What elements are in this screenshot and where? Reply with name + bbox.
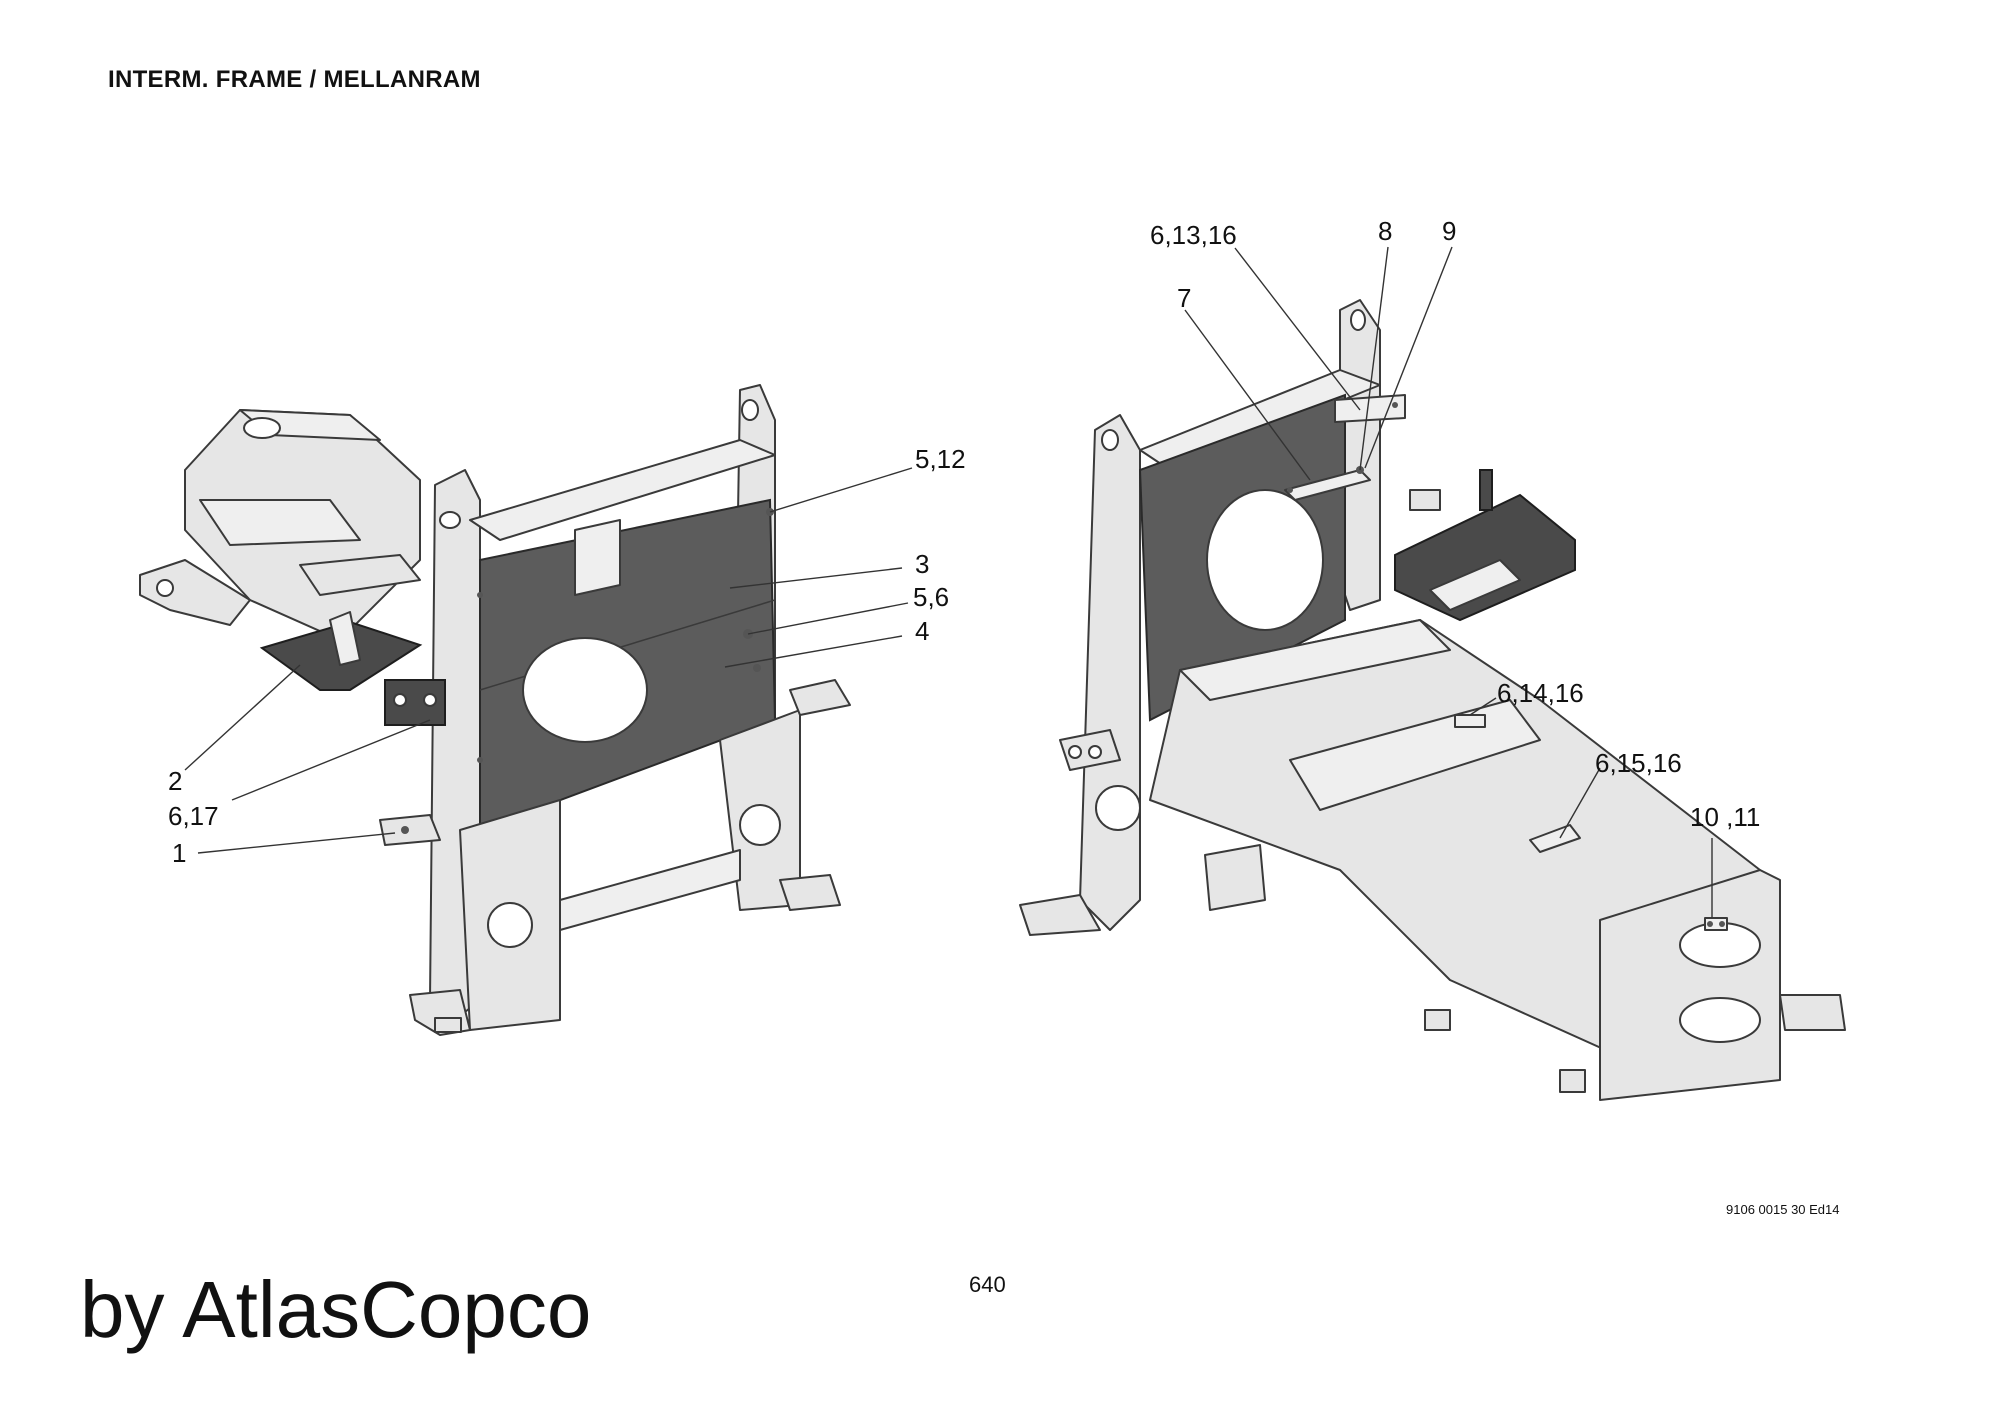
callout-5-6: 5,6 xyxy=(913,582,949,612)
left-frame-assembly xyxy=(139,384,851,1036)
callout-7: 7 xyxy=(1177,283,1191,313)
page-number: 640 xyxy=(969,1272,1006,1297)
brand-watermark: by AtlasCopco xyxy=(80,1265,592,1354)
callout-2: 2 xyxy=(168,766,182,796)
document-reference: 9106 0015 30 Ed14 xyxy=(1726,1202,1840,1217)
right-callouts: 6,13,16 8 9 7 6,14,16 6,15,16 10 ,11 xyxy=(1150,216,1760,832)
callout-8: 8 xyxy=(1378,216,1392,246)
callout-3: 3 xyxy=(915,549,929,579)
callout-10-11: 10 ,11 xyxy=(1690,802,1760,832)
callout-6-15-16: 6,15,16 xyxy=(1595,748,1682,778)
callout-6-14-16: 6,14,16 xyxy=(1497,678,1584,708)
callout-1: 1 xyxy=(172,838,186,868)
callout-4: 4 xyxy=(915,616,929,646)
callout-6-13-16: 6,13,16 xyxy=(1150,220,1237,250)
callout-5-12: 5,12 xyxy=(915,444,966,474)
callout-6-17: 6,17 xyxy=(168,801,219,831)
left-callouts: 5,12 3 5,6 4 2 6,17 1 xyxy=(168,444,966,868)
callout-9: 9 xyxy=(1442,216,1456,246)
left-leader-lines xyxy=(184,467,913,854)
right-leader-lines xyxy=(1184,246,1713,918)
page-title: INTERM. FRAME / MELLANRAM xyxy=(108,66,481,93)
right-frame-assembly xyxy=(1019,299,1846,1101)
